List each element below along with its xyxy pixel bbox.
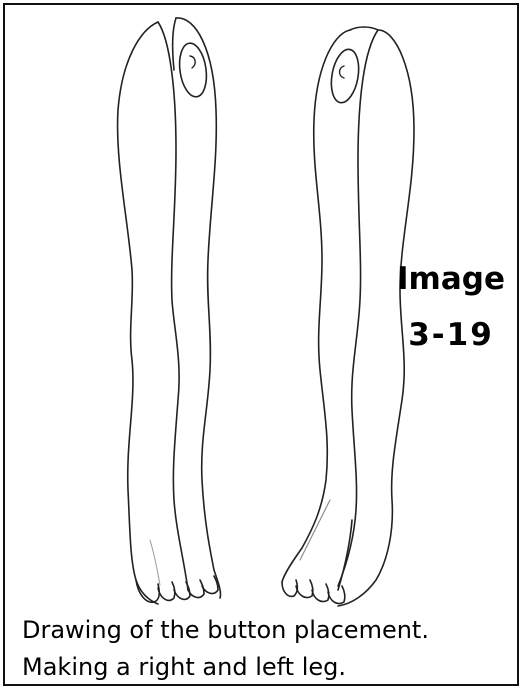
caption-line-2: Making a right and left leg. — [22, 655, 346, 679]
button-oval-left — [328, 47, 363, 105]
caption-line-1: Drawing of the button placement. — [22, 618, 429, 642]
button-oval-right — [176, 41, 209, 98]
image-label-number: 3-19 — [372, 320, 526, 351]
image-label-title: Image — [372, 264, 526, 295]
left-drawn-leg — [118, 18, 221, 604]
right-drawn-leg — [282, 27, 414, 606]
